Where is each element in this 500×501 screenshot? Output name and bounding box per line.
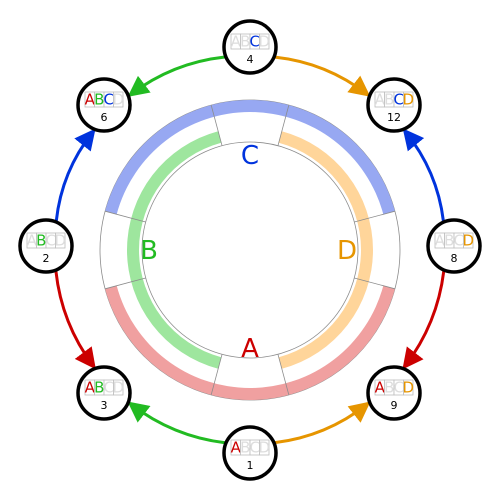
letter-cell-box xyxy=(403,91,414,108)
ring-divider xyxy=(210,105,223,146)
letter-a: A xyxy=(375,379,386,397)
letter-c: C xyxy=(250,439,260,457)
letter-a: A xyxy=(85,379,96,397)
letter-b: B xyxy=(36,232,46,250)
letter-c: C xyxy=(394,379,404,397)
ring-divider xyxy=(210,354,223,395)
region-label-c: C xyxy=(241,141,259,171)
letter-a: A xyxy=(27,232,38,250)
letter-a: A xyxy=(231,439,242,457)
letter-c: C xyxy=(454,232,464,250)
central-ring: C B D A xyxy=(99,99,401,401)
node-value: 3 xyxy=(101,399,108,412)
letter-cell-box xyxy=(259,439,270,456)
band-c xyxy=(105,99,395,215)
letter-d: D xyxy=(54,232,66,250)
letter-d: D xyxy=(258,33,270,51)
node-value: 9 xyxy=(391,399,398,412)
letter-b: B xyxy=(384,379,394,397)
letter-b: B xyxy=(94,379,104,397)
ring-divider xyxy=(354,277,395,290)
node-value: 2 xyxy=(43,252,50,265)
region-label-b: B xyxy=(140,236,158,266)
band-b xyxy=(127,131,222,369)
letter-a: A xyxy=(85,91,96,109)
edge-n8-to-n9 xyxy=(402,270,446,370)
letter-b: B xyxy=(240,439,250,457)
ring-divider xyxy=(354,210,395,223)
letter-cell-box xyxy=(259,33,270,50)
letter-c: C xyxy=(394,91,404,109)
letter-d: D xyxy=(402,91,414,109)
node-value: 1 xyxy=(247,459,254,472)
letter-cell-box xyxy=(403,379,414,396)
edge-n1-to-n9 xyxy=(274,401,371,445)
letter-b: B xyxy=(94,91,104,109)
edge-n4-to-n12 xyxy=(274,55,371,97)
letter-b: B xyxy=(240,33,250,51)
letter-d: D xyxy=(258,439,270,457)
node-value: 6 xyxy=(101,111,108,124)
node-value: 4 xyxy=(247,53,254,66)
letter-b: B xyxy=(444,232,454,250)
letter-d: D xyxy=(112,91,124,109)
node-value: 8 xyxy=(451,252,458,265)
letter-cell-box xyxy=(55,232,66,249)
edge-n4-to-n6 xyxy=(127,55,226,97)
letter-cell-box xyxy=(113,91,124,108)
edge-n8-to-n12 xyxy=(402,128,445,222)
edge-n2-to-n3 xyxy=(54,270,96,370)
node-value: 12 xyxy=(387,111,401,124)
letter-c: C xyxy=(104,91,114,109)
letter-c: C xyxy=(46,232,56,250)
letter-cell-box xyxy=(113,379,124,396)
ring-divider xyxy=(277,105,290,146)
letter-d: D xyxy=(112,379,124,397)
band-d xyxy=(278,131,373,369)
letter-c: C xyxy=(104,379,114,397)
letter-a: A xyxy=(435,232,446,250)
letter-a: A xyxy=(375,91,386,109)
edge-n2-to-n6 xyxy=(54,128,96,222)
ring-divider xyxy=(277,354,290,395)
region-label-a: A xyxy=(241,334,259,364)
ring-divider xyxy=(105,277,146,290)
letter-d: D xyxy=(402,379,414,397)
letter-b: B xyxy=(384,91,394,109)
edge-layer xyxy=(54,55,446,445)
ring-inner-outline xyxy=(141,141,359,359)
letter-d: D xyxy=(462,232,474,250)
letter-c: C xyxy=(250,33,260,51)
letter-cell-box xyxy=(463,232,474,249)
region-label-d: D xyxy=(337,236,357,266)
edge-n1-to-n3 xyxy=(127,401,226,445)
band-a xyxy=(105,285,395,401)
letter-a: A xyxy=(231,33,242,51)
ring-divider xyxy=(105,210,146,223)
